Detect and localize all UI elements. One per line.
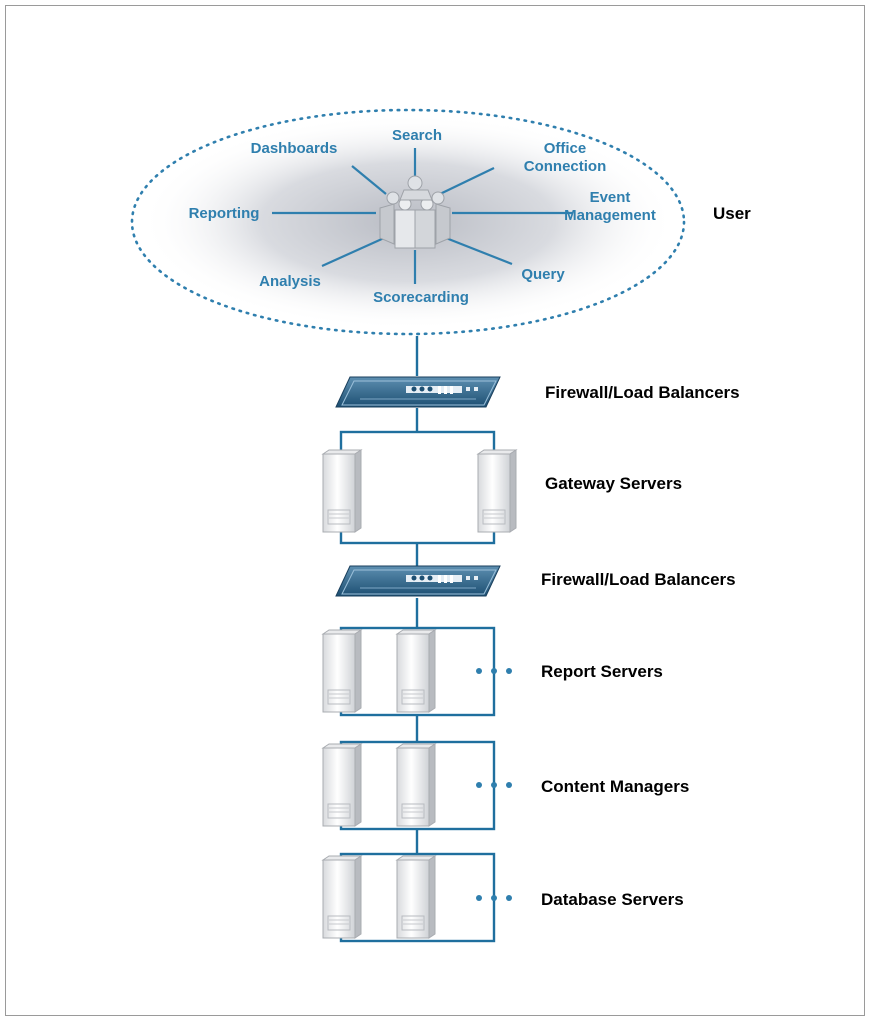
gateway-servers-label: Gateway Servers [545, 474, 682, 493]
content-manager-1-icon [322, 743, 362, 827]
user-label: User [713, 204, 751, 223]
database-server-1-icon [322, 855, 362, 939]
office-connection-label-line2: Connection [524, 158, 607, 175]
user-boundary [130, 108, 686, 336]
diagram-frame [5, 5, 865, 1016]
more-servers-ellipsis [476, 668, 512, 901]
report-servers-label: Report Servers [541, 662, 663, 681]
report-server-2-icon [396, 629, 436, 713]
content-managers-label: Content Managers [541, 777, 689, 796]
firewall-1-label: Firewall/Load Balancers [545, 383, 740, 402]
firewall-2-label: Firewall/Load Balancers [541, 570, 736, 589]
event-management-label-line2: Management [564, 207, 656, 224]
office-connection-label-line1: Office [544, 140, 587, 157]
gateway-server-right-icon [477, 449, 517, 533]
firewall-load-balancer-1-icon [335, 376, 501, 408]
event-management-label-line1: Event [590, 189, 631, 206]
gateway-server-left-icon [322, 449, 362, 533]
dashboards-label: Dashboards [251, 140, 338, 157]
users-group-icon [379, 175, 451, 249]
report-server-1-icon [322, 629, 362, 713]
database-server-2-icon [396, 855, 436, 939]
database-servers-label: Database Servers [541, 890, 684, 909]
function-spokes [272, 148, 572, 284]
content-manager-2-icon [396, 743, 436, 827]
reporting-label: Reporting [189, 205, 260, 222]
search-label: Search [392, 127, 442, 144]
scorecarding-label: Scorecarding [373, 289, 469, 306]
firewall-load-balancer-2-icon [335, 565, 501, 597]
query-label: Query [521, 266, 565, 283]
analysis-label: Analysis [259, 273, 321, 290]
